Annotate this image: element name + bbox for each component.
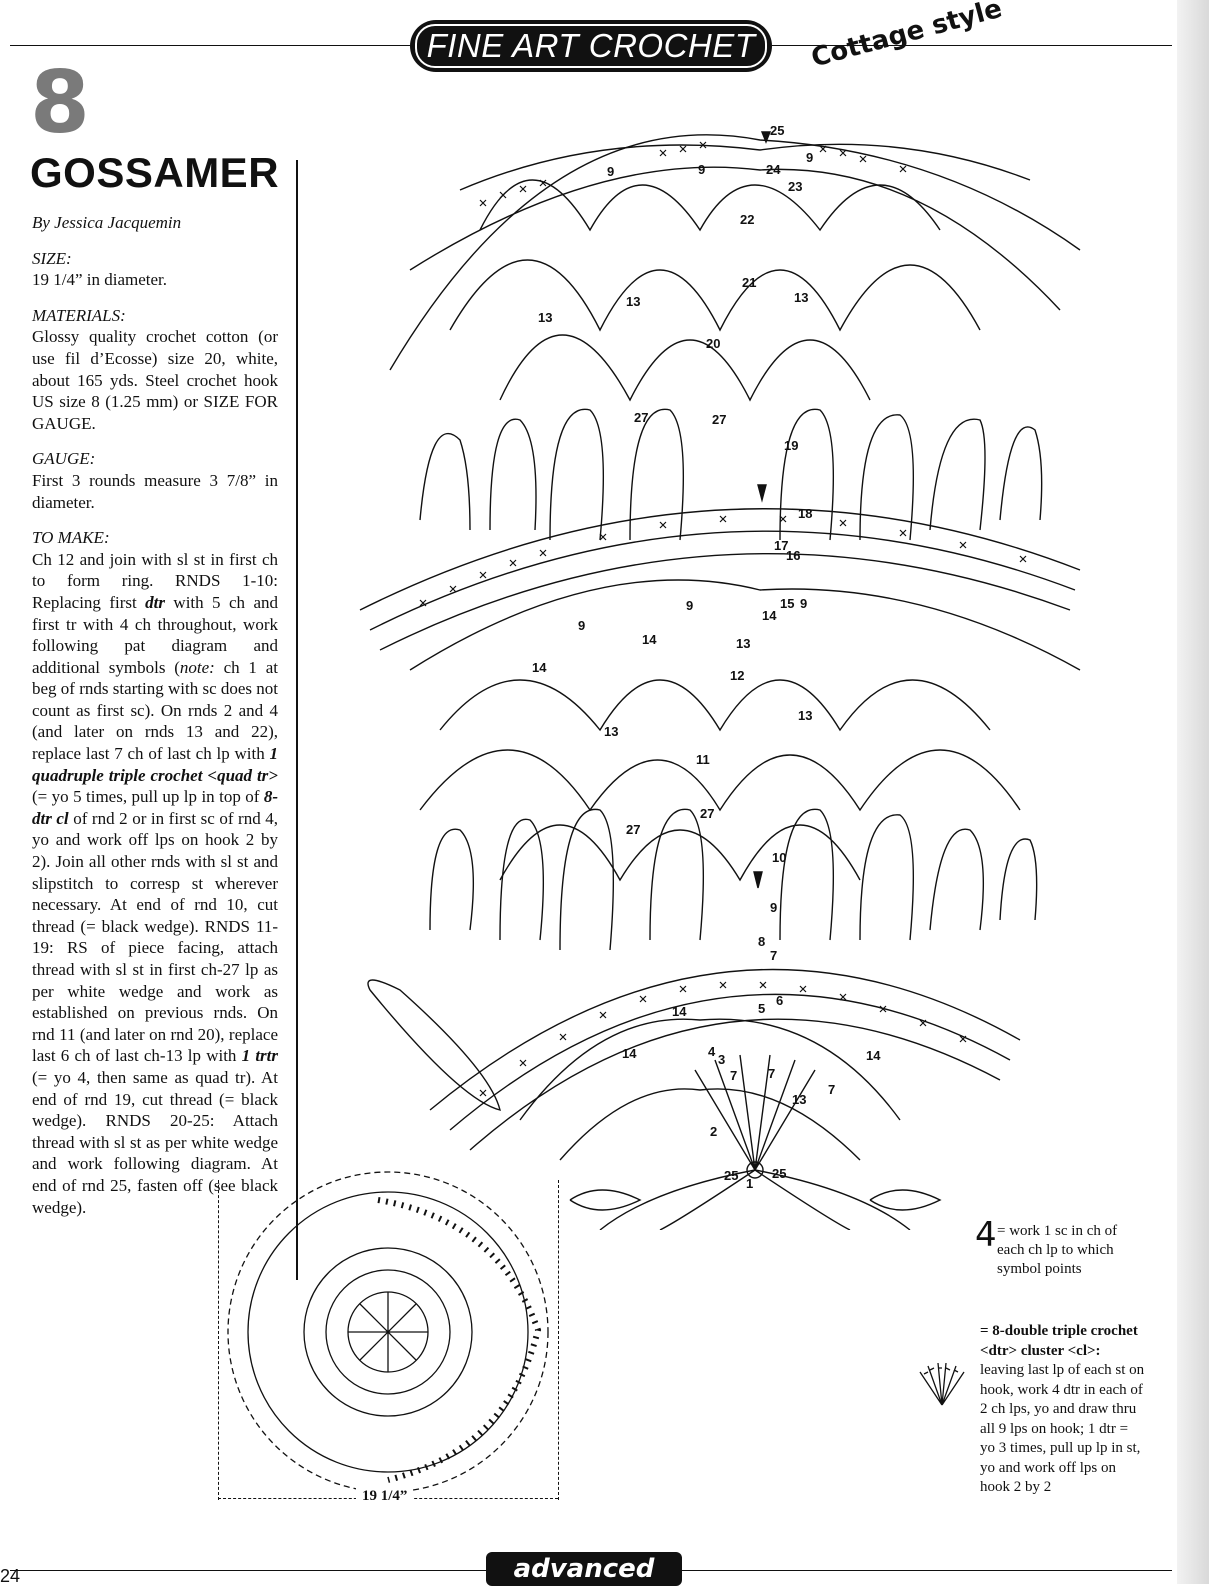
label-rnd-7: 7 — [770, 948, 777, 963]
label-rnd-13: 13 — [736, 636, 750, 651]
label-rnd-9: 9 — [770, 900, 777, 915]
label-ch-14: 14 — [642, 632, 657, 647]
instructions-column: By Jessica Jacquemin SIZE: 19 1/4” in di… — [32, 212, 278, 1218]
label-rnd-6: 6 — [776, 993, 783, 1008]
label-ch-9: 9 — [800, 596, 807, 611]
cluster-title: = 8-double triple crochet <dtr> cluster … — [980, 1323, 1138, 1359]
label-rnd-21: 21 — [742, 275, 756, 290]
crochet-pattern-diagram: 25 24 23 22 21 20 19 18 17 16 15 14 13 1… — [300, 110, 1100, 1230]
sc-symbol-text: = work 1 sc in ch of each ch lp to which… — [997, 1222, 1140, 1279]
size-text: 19 1/4” in diameter. — [32, 269, 278, 291]
label-ch-13: 13 — [794, 290, 808, 305]
label-ch-25: 25 — [772, 1166, 786, 1181]
label-rnd-5: 5 — [758, 1001, 765, 1016]
label-ch-14: 14 — [622, 1046, 637, 1061]
label-rnd-24: 24 — [766, 162, 781, 177]
column-divider — [296, 160, 298, 1280]
label-rnd-22: 22 — [740, 212, 754, 227]
label-ch-13: 13 — [798, 708, 812, 723]
cluster-symbol-icon — [912, 1360, 972, 1410]
label-ch-13: 13 — [538, 310, 552, 325]
dimension-right-tick — [558, 1180, 559, 1500]
make-instructions: Ch 12 and join with sl st in first ch to… — [32, 549, 278, 1218]
label-ch-13: 13 — [626, 294, 640, 309]
footer-rule-left — [10, 1570, 486, 1571]
label-rnd-12: 12 — [730, 668, 744, 683]
label-ch-7: 7 — [730, 1068, 737, 1083]
label-rnd-1: 1 — [746, 1176, 753, 1191]
label-rnd-4: 4 — [708, 1044, 716, 1059]
header-rule-left — [10, 45, 410, 46]
section-tagline: Cottage style — [808, 0, 1005, 73]
label-ch-13: 13 — [792, 1092, 806, 1107]
label-rnd-25: 25 — [770, 123, 784, 138]
dimension-label: 19 1/4” — [356, 1488, 413, 1505]
gauge-heading: GAUGE: — [32, 448, 278, 470]
footer-rule-right — [682, 1570, 1172, 1571]
label-ch-9: 9 — [698, 162, 705, 177]
label-ch-9: 9 — [578, 618, 585, 633]
author-line: By Jessica Jacquemin — [32, 212, 278, 234]
label-ch-9: 9 — [806, 150, 813, 165]
label-ch-14: 14 — [532, 660, 547, 675]
label-rnd-16: 16 — [786, 548, 800, 563]
label-ch-13: 13 — [604, 724, 618, 739]
gauge-text: First 3 rounds measure 3 7/8” in diamete… — [32, 470, 278, 513]
round-18-band — [360, 509, 1080, 610]
materials-text: Glossy quality crochet cotton (or use fi… — [32, 326, 278, 434]
legend-cluster: = 8-double triple crochet <dtr> cluster … — [980, 1322, 1145, 1498]
label-rnd-11: 11 — [696, 752, 710, 767]
banner-title: FINE ART CROCHET — [415, 24, 767, 68]
label-ch-27: 27 — [626, 822, 640, 837]
header-banner: FINE ART CROCHET — [410, 20, 772, 72]
legend-sc-symbol: 4 = work 1 sc in ch of each ch lp to whi… — [975, 1222, 1140, 1279]
label-rnd-8: 8 — [758, 934, 765, 949]
dimension-left-tick — [218, 1180, 219, 1500]
pattern-number: 8 — [30, 60, 90, 146]
finished-doily-illustration — [218, 1160, 558, 1498]
page-edge-shadow — [1177, 0, 1209, 1584]
label-ch-27: 27 — [634, 410, 648, 425]
label-rnd-10: 10 — [772, 850, 786, 865]
label-rnd-20: 20 — [706, 336, 720, 351]
label-ch-14: 14 — [866, 1048, 881, 1063]
label-rnd-14: 14 — [762, 608, 777, 623]
label-ch-9: 9 — [686, 598, 693, 613]
label-ch-27: 27 — [700, 806, 714, 821]
label-ch-9: 9 — [607, 164, 614, 179]
label-rnd-15: 15 — [780, 596, 794, 611]
materials-heading: MATERIALS: — [32, 305, 278, 327]
pattern-title: GOSSAMER — [30, 152, 279, 194]
label-rnd-3: 3 — [718, 1052, 725, 1067]
cluster-text: leaving last lp of each st on hook, work… — [980, 1362, 1144, 1495]
label-rnd-23: 23 — [788, 179, 802, 194]
label-ch-27: 27 — [712, 412, 726, 427]
label-rnd-2: 2 — [710, 1124, 717, 1139]
make-heading: TO MAKE: — [32, 527, 278, 549]
label-ch-7: 7 — [828, 1082, 835, 1097]
difficulty-badge: advanced — [486, 1552, 682, 1586]
label-ch-25: 25 — [724, 1168, 738, 1183]
round-24-arc — [390, 135, 1080, 370]
label-ch-7: 7 — [768, 1066, 775, 1081]
label-rnd-18: 18 — [798, 506, 812, 521]
label-rnd-19: 19 — [784, 438, 798, 453]
size-heading: SIZE: — [32, 248, 278, 270]
sc-symbol-icon: 4 — [975, 1226, 997, 1245]
label-ch-14: 14 — [672, 1004, 687, 1019]
